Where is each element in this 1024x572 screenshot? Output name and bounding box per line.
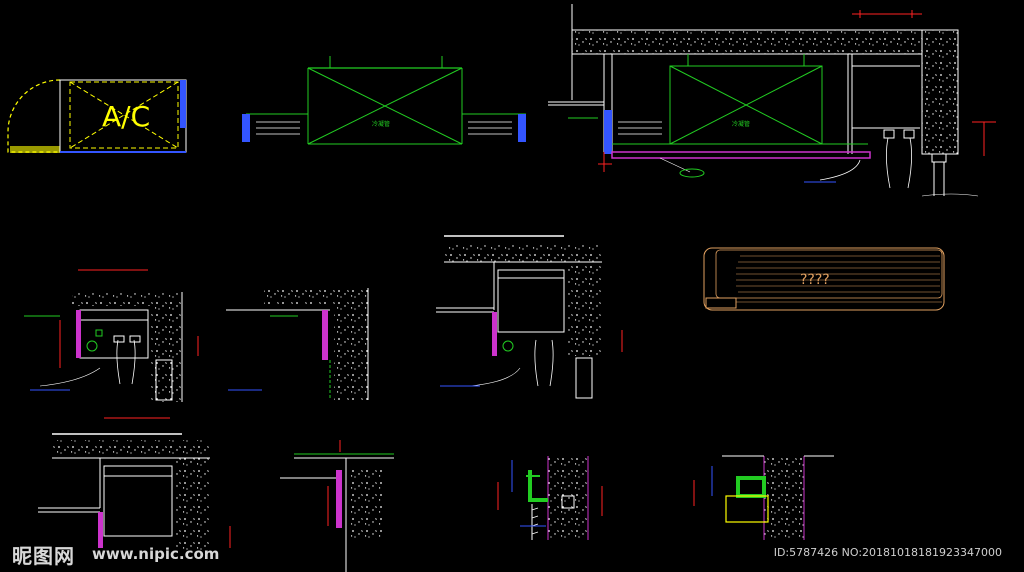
wall-ac-unit: ???? — [703, 247, 945, 311]
detail-bottom-left — [38, 417, 231, 552]
watermark-image-id: ID:5787426 NO:20181018181923347000 — [773, 546, 1002, 559]
ac-unit-label: ???? — [800, 272, 830, 288]
vent-label-2: 冷凝管 — [732, 120, 750, 128]
detail-bottom-right-1 — [497, 456, 603, 540]
ac-label: A/C — [102, 100, 150, 133]
watermark-site-name: 昵图网 — [12, 544, 75, 568]
ac-section-center: 冷凝管 — [242, 56, 526, 145]
detail-middle-small — [226, 288, 369, 400]
detail-middle-left — [24, 269, 199, 402]
watermark-site-url: www.nipic.com — [92, 545, 220, 563]
detail-middle-center — [436, 235, 623, 399]
detail-bottom-center — [280, 440, 394, 572]
vent-label-1: 冷凝管 — [372, 120, 390, 128]
detail-bottom-right-2 — [693, 455, 834, 540]
ceiling-section-large: 冷凝管 — [548, 4, 996, 197]
ac-plan-view: A/C — [7, 79, 187, 153]
